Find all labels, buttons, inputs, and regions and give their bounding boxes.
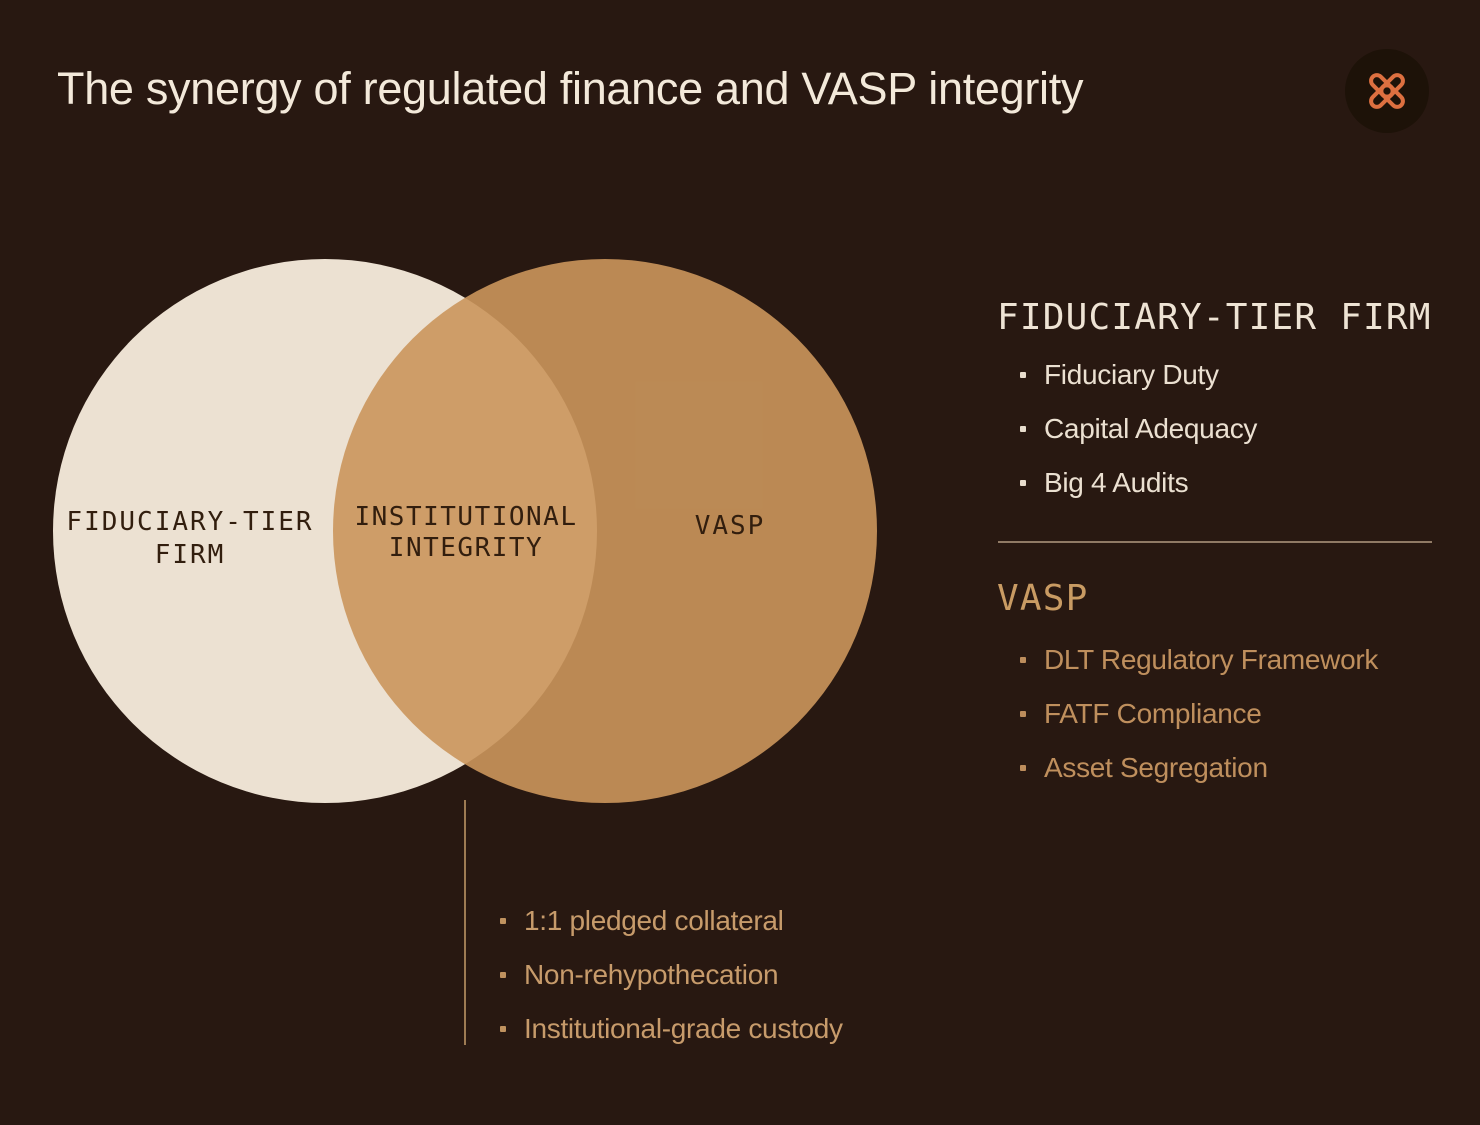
vasp-section-heading: VASP bbox=[997, 578, 1089, 619]
knot-icon bbox=[1369, 73, 1405, 109]
bullet-square-icon bbox=[1020, 426, 1026, 432]
overlap-label-line2: INTEGRITY bbox=[388, 533, 544, 563]
list-item-label: Non-rehypothecation bbox=[524, 959, 779, 990]
overlap-label-line1: INSTITUTIONAL bbox=[354, 502, 578, 532]
vasp-circle-label: VASP bbox=[694, 511, 766, 541]
bullet-square-icon bbox=[1020, 711, 1026, 717]
fiduciary-circle-label: FIDUCIARY-TIER FIRM bbox=[66, 506, 313, 572]
logo bbox=[1345, 49, 1429, 133]
fiduciary-label-line1: FIDUCIARY-TIER bbox=[66, 507, 314, 537]
list-item: 1:1 pledged collateral bbox=[478, 894, 843, 948]
bullet-square-icon bbox=[500, 918, 506, 924]
list-item: Institutional-grade custody bbox=[478, 1002, 843, 1056]
bullet-square-icon bbox=[1020, 765, 1026, 771]
bullet-square-icon bbox=[1020, 480, 1026, 486]
page-title: The synergy of regulated finance and VAS… bbox=[57, 63, 1084, 114]
fiduciary-attributes-list: Fiduciary Duty Capital Adequacy Big 4 Au… bbox=[998, 348, 1257, 510]
overlap-connector-line bbox=[464, 800, 466, 1045]
list-item: Non-rehypothecation bbox=[478, 948, 843, 1002]
bullet-square-icon bbox=[1020, 657, 1026, 663]
vasp-circle bbox=[333, 259, 877, 803]
overlap-label: INSTITUTIONAL INTEGRITY bbox=[355, 502, 578, 564]
list-item-label: DLT Regulatory Framework bbox=[1044, 644, 1379, 675]
list-item-label: Capital Adequacy bbox=[1044, 413, 1258, 444]
bullet-square-icon bbox=[500, 1026, 506, 1032]
list-item-label: Big 4 Audits bbox=[1044, 467, 1189, 498]
list-item: FATF Compliance bbox=[998, 687, 1378, 741]
fiduciary-label-line2: FIRM bbox=[154, 540, 226, 570]
list-item: Asset Segregation bbox=[998, 741, 1378, 795]
list-item-label: Asset Segregation bbox=[1044, 752, 1268, 783]
list-item: DLT Regulatory Framework bbox=[998, 633, 1378, 687]
overlap-attributes-list: 1:1 pledged collateral Non-rehypothecati… bbox=[478, 894, 843, 1056]
list-item-label: FATF Compliance bbox=[1044, 698, 1262, 729]
vasp-attributes-list: DLT Regulatory Framework FATF Compliance… bbox=[998, 633, 1378, 795]
list-item: Fiduciary Duty bbox=[998, 348, 1257, 402]
list-item: Big 4 Audits bbox=[998, 456, 1257, 510]
bullet-square-icon bbox=[1020, 372, 1026, 378]
list-item: Capital Adequacy bbox=[998, 402, 1257, 456]
section-divider bbox=[998, 541, 1432, 543]
list-item-label: Institutional-grade custody bbox=[524, 1013, 843, 1044]
list-item-label: Fiduciary Duty bbox=[1044, 359, 1219, 390]
list-item-label: 1:1 pledged collateral bbox=[524, 905, 784, 936]
fiduciary-section-heading: FIDUCIARY-TIER FIRM bbox=[997, 297, 1432, 338]
bullet-square-icon bbox=[500, 972, 506, 978]
